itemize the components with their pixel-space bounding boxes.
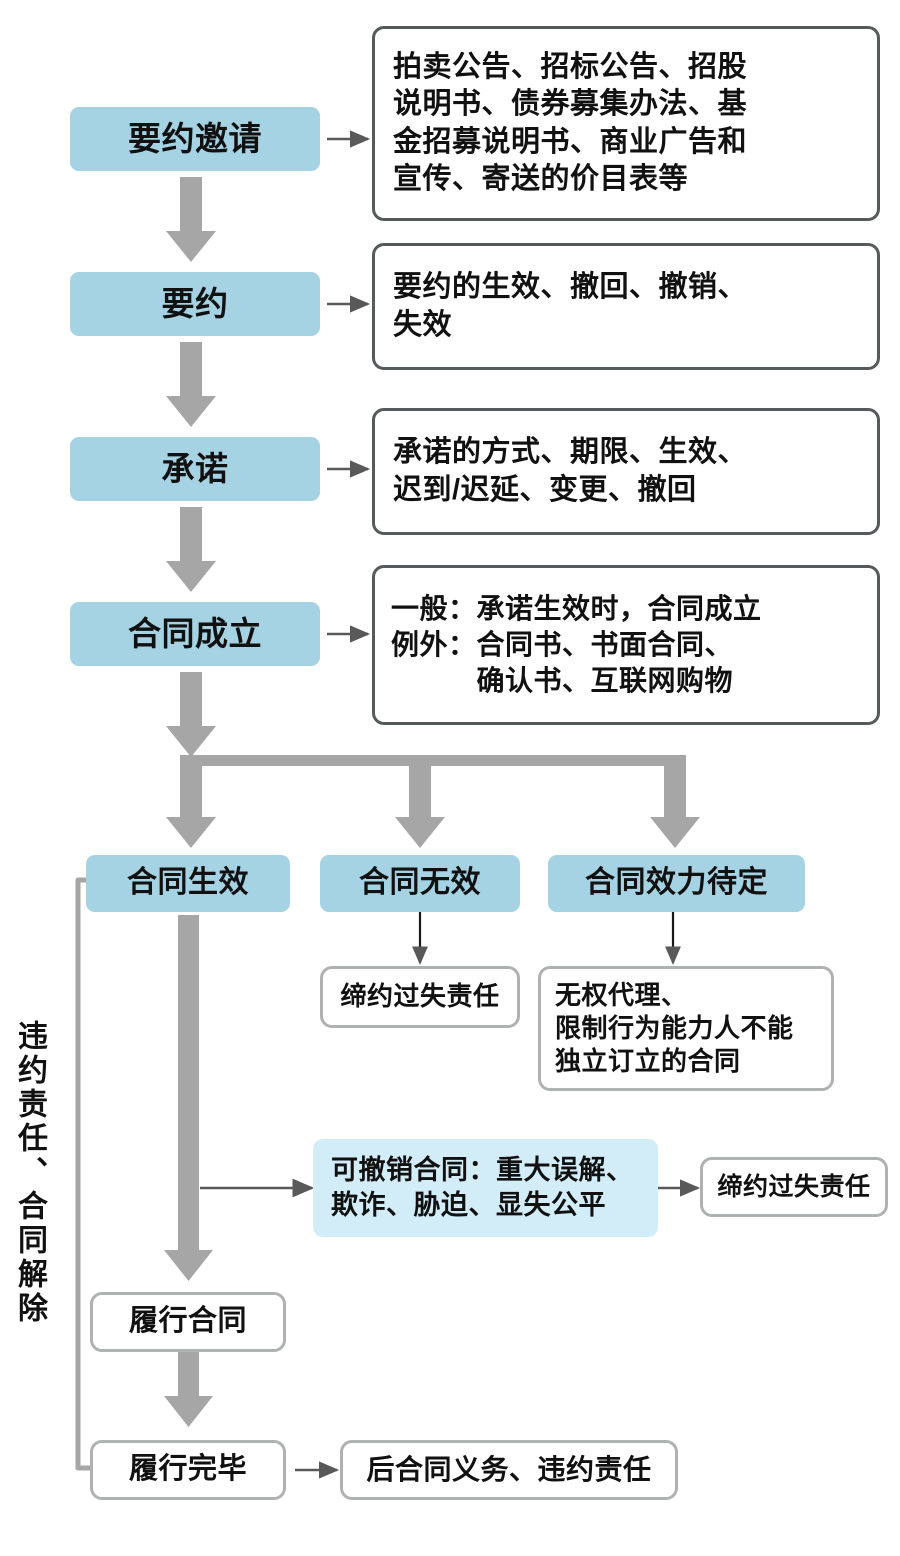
left-bracket-connector — [75, 877, 121, 1471]
post-contract-text: 后合同义务、违约责任 — [366, 1454, 652, 1486]
detail-box-hetong-chengli: 一般：承诺生效时，合同成立 例外：合同书、书面合同、 确认书、互联网购物 — [372, 565, 880, 725]
stage-label: 要约 — [161, 284, 229, 322]
detail-box-yaoyue: 要约的生效、撤回、撤销、 失效 — [372, 243, 880, 370]
revocable-contract-box[interactable]: 可撤销合同：重大误解、 欺诈、胁迫、显失公平 — [313, 1139, 658, 1237]
detail-text: 承诺的方式、期限、生效、 迟到/迟延、变更、撤回 — [393, 436, 748, 506]
detail-box-chengnuo: 承诺的方式、期限、生效、 迟到/迟延、变更、撤回 — [372, 408, 880, 535]
arrow-luxing-to-wanbi — [164, 1351, 213, 1427]
branch-chip-hetong-shengxiao[interactable]: 合同生效 — [86, 855, 290, 912]
branch-thin-arrows — [412, 912, 681, 965]
branch-detail-text: 缔约过失责任 — [340, 981, 500, 1012]
arrow-shengxiao-to-luxing — [164, 915, 213, 1281]
detail-text: 拍卖公告、招标公告、招股 说明书、债券募集办法、基 金招募说明书、商业广告和 宣… — [393, 51, 748, 195]
branch-chip-hetong-wuxiao[interactable]: 合同无效 — [320, 855, 520, 912]
post-contract-box: 后合同义务、违约责任 — [340, 1440, 678, 1500]
stage-chip-chengnuo[interactable]: 承诺 — [70, 437, 320, 501]
performance-label: 履行合同 — [128, 1305, 247, 1338]
detail-box-yaoyue-yaoqing: 拍卖公告、招标公告、招股 说明书、债券募集办法、基 金招募说明书、商业广告和 宣… — [372, 26, 880, 221]
stage-label: 合同成立 — [128, 614, 262, 652]
detail-text: 要约的生效、撤回、撤销、 失效 — [393, 271, 748, 341]
performance-label: 履行完毕 — [128, 1453, 247, 1486]
revocable-text: 可撤销合同：重大误解、 欺诈、胁迫、显失公平 — [331, 1155, 634, 1220]
revocable-result-box: 缔约过失责任 — [700, 1157, 888, 1217]
branch-label: 合同效力待定 — [585, 866, 768, 900]
branch-label: 合同无效 — [359, 866, 481, 900]
stage-chip-yaoyue[interactable]: 要约 — [70, 272, 320, 336]
branch-detail-text: 无权代理、 限制行为能力人不能 独立订立的合同 — [555, 979, 794, 1077]
branch-distribution — [166, 755, 700, 848]
performance-box-luxing-hetong: 履行合同 — [90, 1292, 286, 1352]
stage-chip-hetong-chengli[interactable]: 合同成立 — [70, 602, 320, 666]
detail-text: 一般：承诺生效时，合同成立 例外：合同书、书面合同、 确认书、互联网购物 — [391, 593, 762, 696]
revocable-result-text: 缔约过失责任 — [717, 1173, 871, 1201]
branch-chip-hetong-xiaoli-daiding[interactable]: 合同效力待定 — [548, 855, 805, 912]
vertical-side-label-text: 违约责任、合同解除 — [13, 1020, 46, 1326]
performance-box-luxing-wanbi: 履行完毕 — [90, 1440, 286, 1500]
vertical-side-label: 违约责任、合同解除 — [13, 1020, 46, 1326]
branch-detail-wuquan-daili: 无权代理、 限制行为能力人不能 独立订立的合同 — [538, 966, 834, 1091]
stage-label: 要约邀请 — [128, 119, 262, 157]
stage-chip-yaoyue-yaoqing[interactable]: 要约邀请 — [70, 107, 320, 171]
stage-label: 承诺 — [161, 449, 229, 487]
branch-detail-dyguoshi-zeren-1: 缔约过失责任 — [320, 966, 520, 1028]
thin-detail-arrows — [327, 130, 371, 643]
branch-label: 合同生效 — [127, 866, 249, 900]
